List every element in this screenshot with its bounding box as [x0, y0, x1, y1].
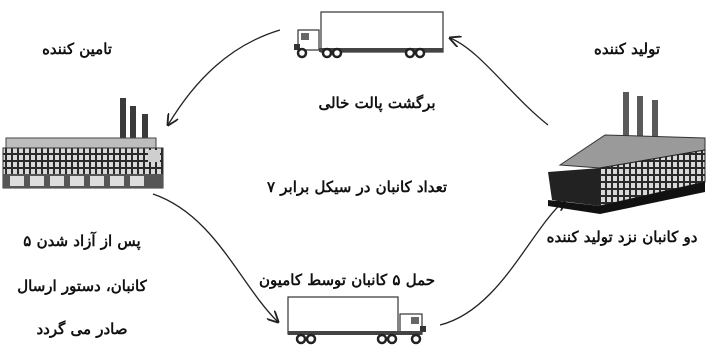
supplier-label: تامین کننده	[42, 40, 112, 58]
producer-label: تولید کننده	[593, 40, 661, 58]
return-truck-icon	[294, 11, 444, 59]
arrow-bottom-to-producer	[439, 200, 565, 326]
arrow-top-to-supplier	[168, 29, 281, 125]
center-label: تعداد کانبان در سیکل برابر ۷	[266, 178, 448, 196]
shipment-label: حمل ۵ کانبان توسط کامیون	[258, 271, 436, 289]
return-label: برگشت پالت خالی	[318, 94, 436, 112]
supplier-note-line: صادر می گردد	[36, 320, 128, 338]
arrow-producer-to-top	[450, 38, 549, 126]
supplier-factory-icon	[2, 98, 164, 189]
producer-factory-icon	[548, 92, 706, 214]
supplier-note-line: پس از آزاد شدن ۵	[23, 232, 141, 250]
arrow-supplier-to-bottom	[152, 193, 278, 322]
supplier-note-line: کانبان، دستور ارسال	[17, 277, 147, 295]
producer-kanban-label: دو کانبان نزد تولید کننده	[546, 228, 698, 246]
delivery-truck-icon	[287, 296, 426, 345]
